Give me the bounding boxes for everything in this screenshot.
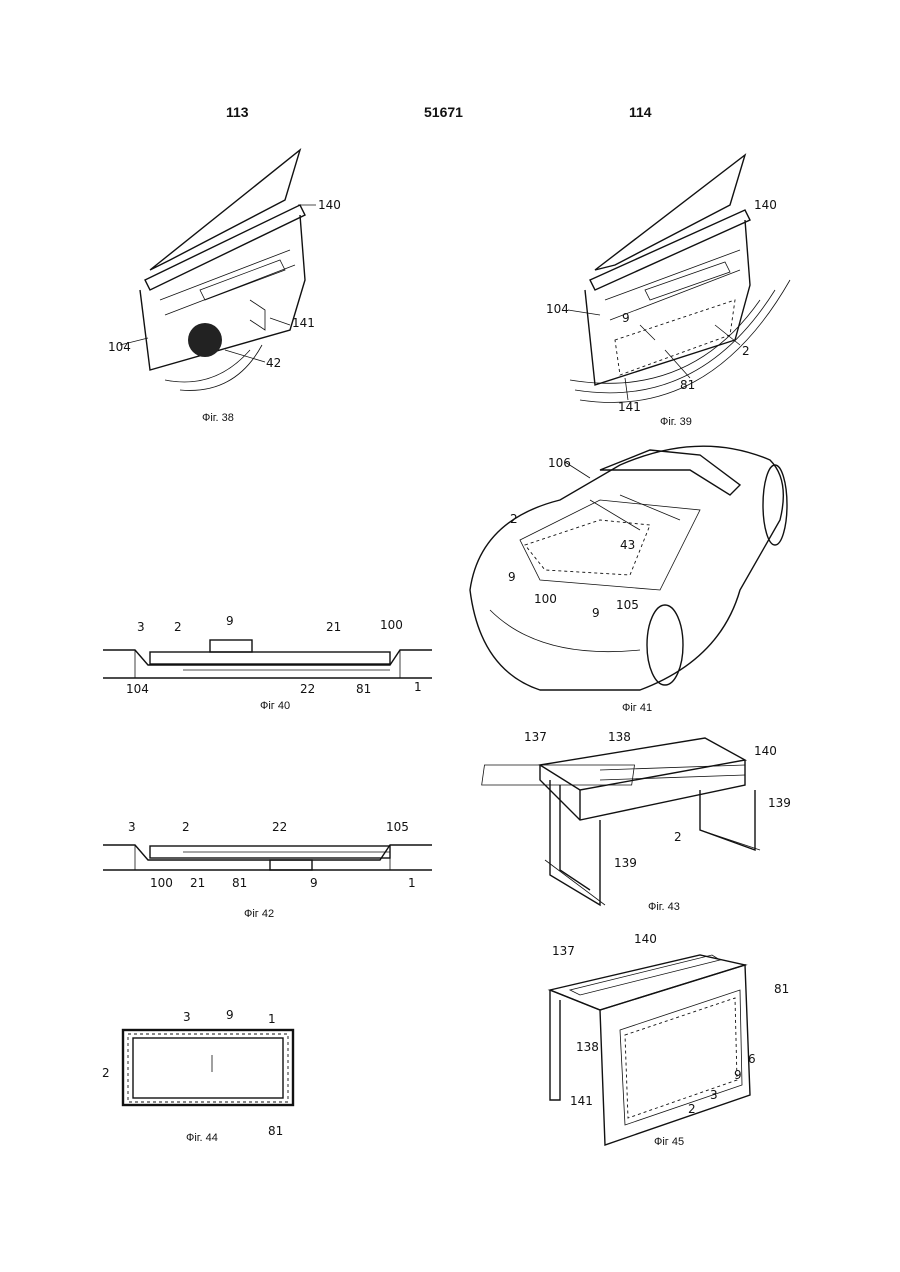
fig38-label: 140 [318,198,341,212]
fig40-label: 3 [137,620,145,634]
fig45-label: 140 [634,932,657,946]
fig44-panel-drawing [123,1030,293,1105]
fig44-label: 2 [102,1066,110,1080]
fig43-caption: Фіг. 43 [648,901,680,913]
fig43-label: 2 [674,830,682,844]
fig38-door-drawing [120,150,316,390]
fig40-section-drawing [103,640,432,678]
fig43-label: 138 [608,730,631,744]
fig41-label: 43 [620,538,635,552]
fig42-label: 22 [272,820,287,834]
fig39-label: 2 [742,344,750,358]
fig39-caption: Фіг. 39 [660,416,692,428]
fig45-label: 6 [748,1052,756,1066]
fig42-label: 100 [150,876,173,890]
fig40-label: 1 [414,680,422,694]
fig40-label: 21 [326,620,341,634]
fig42-label: 81 [232,876,247,890]
fig44-caption: Фіг. 44 [186,1132,218,1144]
fig44-label: 3 [183,1010,191,1024]
fig39-label: 141 [618,400,641,414]
fig41-label: 100 [534,592,557,606]
fig40-label: 22 [300,682,315,696]
fig38-label: 141 [292,316,315,330]
fig45-label: 137 [552,944,575,958]
fig41-label: 106 [548,456,571,470]
fig39-label: 81 [680,378,695,392]
fig41-label: 9 [508,570,516,584]
fig39-label: 140 [754,198,777,212]
fig41-car-drawing [470,446,787,690]
fig42-section-drawing [103,845,432,870]
fig44-label: 1 [268,1012,276,1026]
fig45-label: 138 [576,1040,599,1054]
fig45-caption: Фіг 45 [654,1136,684,1148]
fig39-label: 104 [546,302,569,316]
fig42-label: 9 [310,876,318,890]
fig40-label: 104 [126,682,149,696]
fig45-label: 2 [688,1102,696,1116]
fig42-label: 3 [128,820,136,834]
fig43-label: 137 [524,730,547,744]
fig43-label: 140 [754,744,777,758]
fig40-label: 2 [174,620,182,634]
fig41-label: 105 [616,598,639,612]
fig40-caption: Фіг 40 [260,700,290,712]
fig44-label: 81 [268,1124,283,1138]
fig44-label: 9 [226,1008,234,1022]
fig41-caption: Фіг 41 [622,702,652,714]
fig45-label: 141 [570,1094,593,1108]
fig45-label: 81 [774,982,789,996]
fig40-label: 81 [356,682,371,696]
fig40-label: 9 [226,614,234,628]
fig43-keyboard-drawing [482,738,760,905]
fig42-caption: Фіг 42 [244,908,274,920]
fig42-label: 1 [408,876,416,890]
fig42-label: 2 [182,820,190,834]
fig39-door-drawing [568,155,790,403]
fig41-label: 2 [510,512,518,526]
fig43-label: 139 [768,796,791,810]
fig42-label: 105 [386,820,409,834]
fig39-label: 9 [622,311,630,325]
fig38-label: 104 [108,340,131,354]
fig45-label: 9 [734,1068,742,1082]
fig40-label: 100 [380,618,403,632]
fig38-caption: Фіг. 38 [202,412,234,424]
fig38-label: 42 [266,356,281,370]
fig41-label: 9 [592,606,600,620]
fig45-label: 3 [710,1088,718,1102]
fig42-label: 21 [190,876,205,890]
fig43-label: 139 [614,856,637,870]
